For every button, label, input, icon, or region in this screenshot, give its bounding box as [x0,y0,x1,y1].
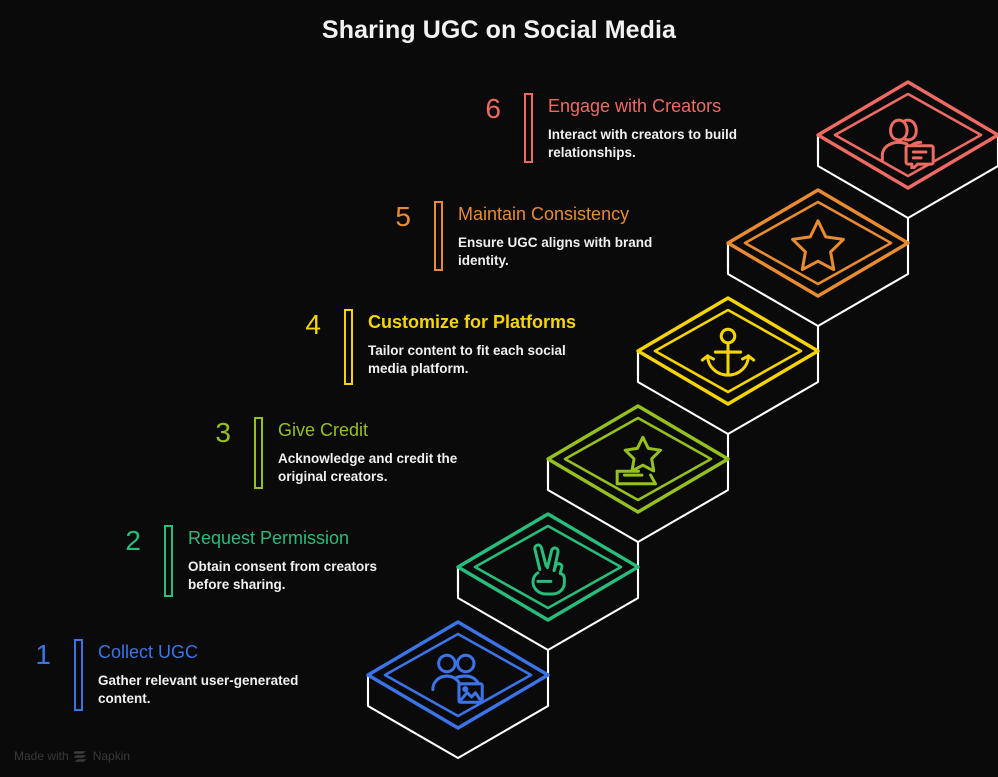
page-title: Sharing UGC on Social Media [321,16,677,44]
users-chat-icon [880,118,935,169]
step-number-5: 5 [395,201,411,232]
step-title-6: Engage with Creators [548,96,722,116]
step-accent-bar-6 [524,93,533,163]
step-5-diamond-outer [726,188,910,298]
step-2-diamond-outer [456,512,640,622]
footer-brand-label: Napkin [92,749,131,763]
step-1-diamond-outer [366,620,550,730]
step-accent-bar-2 [164,525,173,597]
step-number-3: 3 [215,417,231,448]
step-node-1[interactable] [366,620,550,730]
anchor-icon [700,327,756,377]
step-title-5: Maintain Consistency [458,204,630,224]
step-title-4: Customize for Platforms [368,312,577,332]
footer-made-with-label: Made with [14,749,69,763]
step-node-6[interactable] [816,80,998,190]
step-4-diamond-inner [653,308,803,394]
step-description-3: Acknowledge and credit the original crea… [278,450,458,484]
step-title-3: Give Credit [278,420,369,440]
step-accent-bar-5 [434,201,443,271]
step-5-diamond-inner [743,200,893,286]
step-number-4: 4 [305,309,321,340]
step-accent-bar-4 [344,309,353,385]
step-node-2[interactable] [456,512,640,622]
staircase-connector-lines [366,133,998,760]
step-description-6: Interact with creators to build relation… [548,126,738,160]
step-number-1: 1 [35,639,51,670]
step-node-5[interactable] [726,188,910,298]
footer-attribution[interactable]: Made with Napkin [14,749,130,763]
step-description-5: Ensure UGC aligns with brand identity. [458,234,653,268]
step-accent-bar-3 [254,417,263,489]
napkin-logo-icon [73,750,87,762]
step-3-diamond-inner [563,416,713,502]
step-accent-bar-1 [74,639,83,711]
step-number-2: 2 [125,525,141,556]
step-number-6: 6 [485,93,501,124]
step-node-3[interactable] [546,404,730,514]
step-description-2: Obtain consent from creators before shar… [188,558,378,592]
step-3-diamond-outer [546,404,730,514]
step-title-1: Collect UGC [98,642,199,662]
step-title-2: Request Permission [188,528,350,548]
step-description-4: Tailor content to fit each social media … [368,342,566,376]
step-2-diamond-inner [473,524,623,610]
step-1-diamond-inner [383,632,533,718]
step-6-diamond-outer [816,80,998,190]
step-node-4[interactable] [636,296,820,406]
users-photo-icon [431,653,484,704]
star-icon [791,219,845,272]
step-4-diamond-outer [636,296,820,406]
step-6-diamond-inner [833,92,983,178]
peace-hand-icon [531,543,566,596]
step-description-1: Gather relevant user-generated content. [98,672,299,706]
star-award-icon [615,435,662,486]
